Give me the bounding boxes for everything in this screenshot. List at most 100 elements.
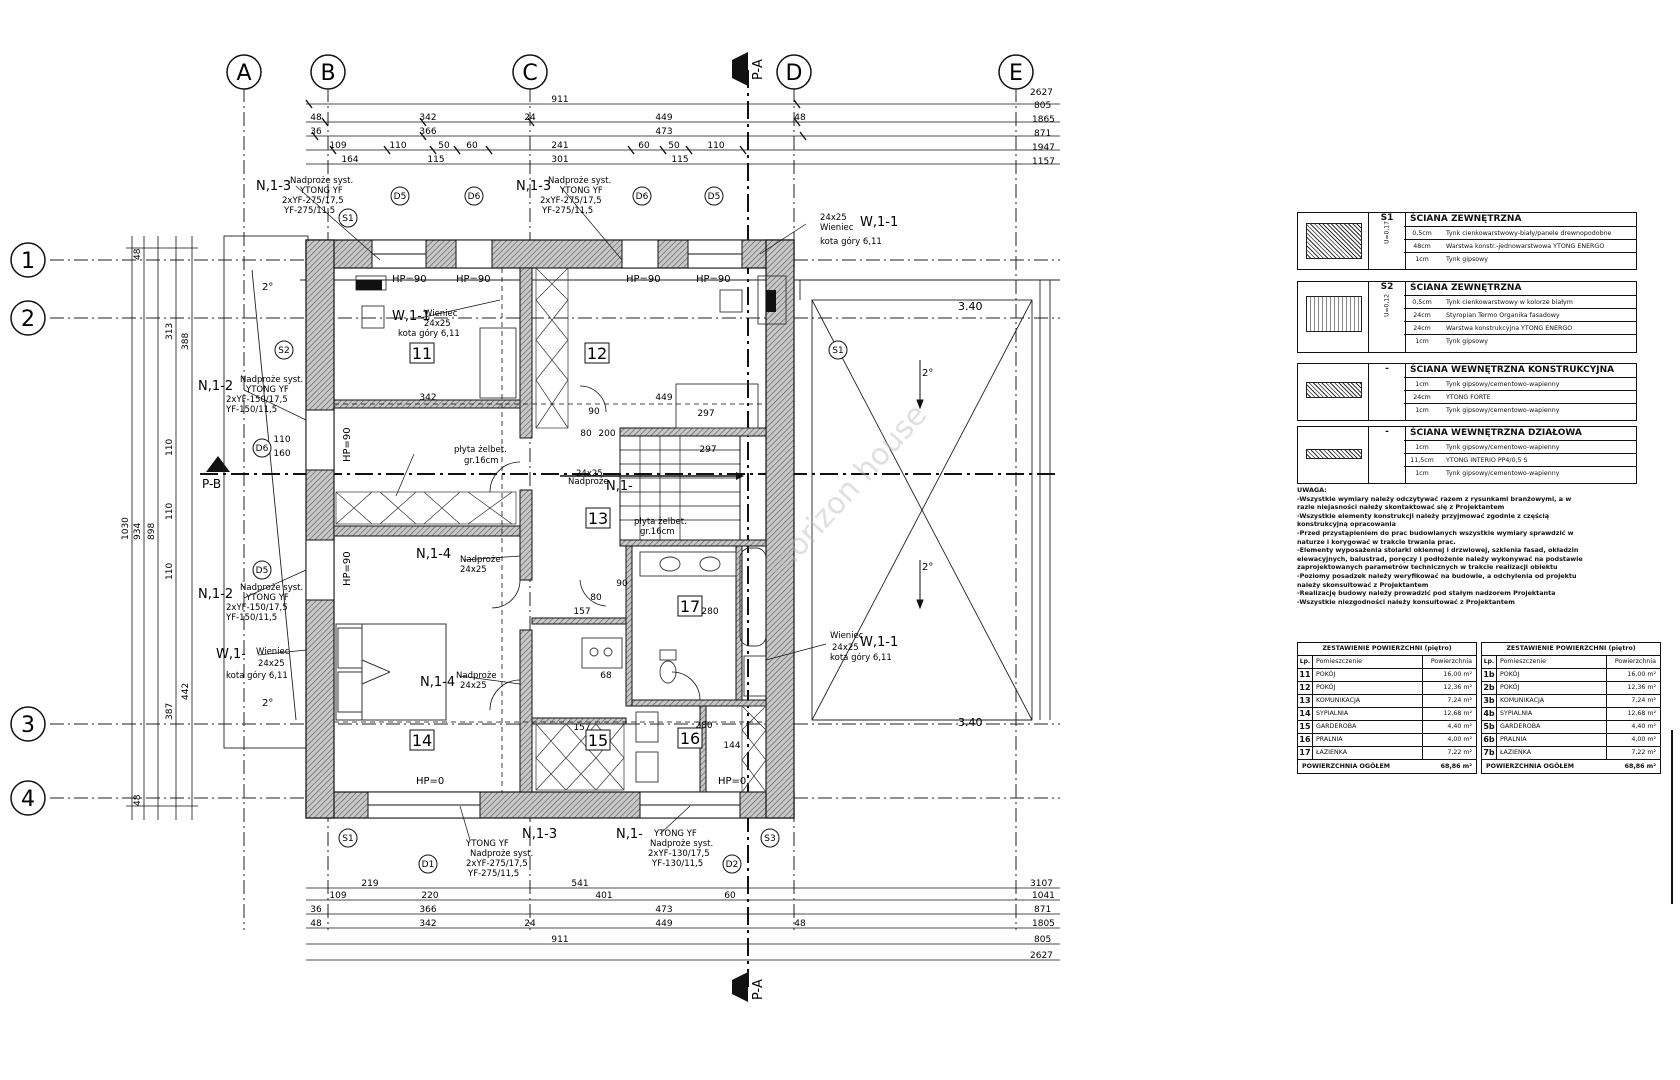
svg-text:110: 110	[165, 563, 175, 580]
svg-text:24: 24	[524, 113, 536, 123]
svg-text:N,1-3: N,1-3	[516, 179, 551, 194]
svg-text:N,1-2: N,1-2	[198, 379, 233, 394]
svg-text:HP=90: HP=90	[626, 274, 661, 285]
svg-text:YTONG YF: YTONG YF	[465, 839, 509, 849]
svg-text:D2: D2	[726, 860, 739, 870]
svg-text:Nadproże syst.: Nadproże syst.	[470, 849, 533, 859]
svg-text:Wieniec: Wieniec	[830, 631, 864, 641]
svg-text:80: 80	[580, 429, 592, 439]
svg-text:219: 219	[361, 879, 378, 889]
svg-text:24x25: 24x25	[576, 469, 603, 479]
svg-text:110: 110	[707, 141, 724, 151]
svg-text:HP=0: HP=0	[416, 776, 444, 787]
svg-text:160: 160	[273, 449, 290, 459]
notes-block: UWAGA: -Wszystkie wymiary należy odczyty…	[1297, 486, 1607, 606]
svg-text:D5: D5	[708, 192, 721, 202]
s2-hatch-swatch	[1306, 296, 1362, 332]
svg-text:Wieniec: Wieniec	[256, 647, 290, 657]
svg-text:164: 164	[341, 155, 358, 165]
svg-text:Nadproże syst.: Nadproże syst.	[240, 583, 303, 593]
note-line: naturze i korygować w trakcie trwania pr…	[1297, 537, 1456, 546]
tag-d6-a: D6	[464, 186, 484, 206]
slope-marks: 2° 2° 2° 2°	[262, 282, 933, 709]
svg-text:gr.16cm: gr.16cm	[640, 527, 675, 537]
svg-text:109: 109	[329, 891, 346, 901]
svg-text:2°: 2°	[922, 368, 933, 379]
svg-text:HP=90: HP=90	[342, 551, 353, 586]
svg-text:D6: D6	[636, 192, 649, 202]
svg-text:P-A: P-A	[751, 979, 766, 1000]
svg-text:kota góry 6,11: kota góry 6,11	[226, 670, 288, 681]
axis-number-bubbles: 1 2 3 4	[10, 242, 46, 816]
leader-lines	[243, 185, 827, 841]
svg-text:48: 48	[794, 919, 806, 929]
svg-text:342: 342	[419, 113, 436, 123]
note-line: -Elementy wyposażenia stolarki okiennej …	[1297, 546, 1579, 555]
svg-text:934: 934	[133, 523, 143, 540]
axis-bubble-2: 2	[10, 300, 46, 336]
legend-title: ŚCIANA ZEWNĘTRZNA	[1410, 214, 1522, 224]
svg-text:1157: 1157	[1032, 157, 1055, 167]
svg-text:N,1-4: N,1-4	[416, 547, 451, 562]
svg-text:N,1-3: N,1-3	[522, 827, 557, 842]
slope-arrows	[916, 360, 924, 610]
axis-bubble-c: C	[512, 54, 548, 90]
lintel-notes: Nadproże syst. YTONG YF 2xYF-275/17,5 YF…	[225, 176, 892, 879]
svg-text:90: 90	[616, 579, 628, 589]
svg-text:E: E	[1009, 61, 1023, 86]
svg-text:Nadproże: Nadproże	[568, 477, 609, 487]
staircase	[560, 435, 744, 541]
svg-text:D6: D6	[468, 192, 481, 202]
svg-text:110: 110	[165, 439, 175, 456]
svg-text:110: 110	[165, 503, 175, 520]
svg-text:Nadproże syst.: Nadproże syst.	[290, 176, 353, 186]
legend-code: -	[1368, 364, 1406, 420]
element-codes: N,1-3 N,1-3 N,1-2 N,1-2 N,1-4 N,1-4 N,1-…	[198, 179, 898, 842]
axis-letter-bubbles: A B C D E	[226, 54, 1034, 90]
hp-labels: HP=90 HP=90 HP=90 HP=90 HP=90 HP=90 HP=0…	[342, 274, 746, 787]
svg-text:48: 48	[133, 248, 143, 260]
bed	[335, 623, 447, 721]
svg-text:12: 12	[587, 344, 607, 363]
svg-text:HP=90: HP=90	[456, 274, 491, 285]
note-line: -Przed przystąpieniem do prac budowlanyc…	[1297, 528, 1574, 537]
tag-d1: D1	[418, 854, 438, 874]
svg-text:3.40: 3.40	[958, 716, 983, 729]
svg-text:80: 80	[590, 593, 602, 603]
svg-text:449: 449	[655, 919, 672, 929]
svg-text:3107: 3107	[1030, 879, 1053, 889]
svg-text:805: 805	[1034, 935, 1051, 945]
svg-text:60: 60	[466, 141, 478, 151]
svg-text:449: 449	[655, 113, 672, 123]
svg-text:YTONG YF: YTONG YF	[245, 385, 289, 395]
svg-text:3.40: 3.40	[958, 300, 983, 313]
svg-text:301: 301	[551, 155, 568, 165]
svg-text:13: 13	[588, 509, 608, 528]
axis-bubble-a: A	[226, 54, 262, 90]
svg-text:P-B: P-B	[202, 477, 221, 491]
svg-text:442: 442	[181, 683, 191, 700]
axis-bubble-d: D	[776, 54, 812, 90]
svg-text:W,1-1: W,1-1	[860, 635, 898, 650]
note-line: -Realizację budowy należy prowadzić pod …	[1297, 589, 1556, 598]
section-marker-a-bottom: P-A	[732, 972, 766, 1002]
svg-text:N,1-: N,1-	[616, 827, 643, 842]
wardrobes	[335, 267, 767, 793]
svg-text:W,1-: W,1-	[216, 647, 246, 662]
svg-text:D1: D1	[422, 860, 435, 870]
axis-bubble-b: B	[310, 54, 346, 90]
svg-text:11: 11	[412, 344, 432, 363]
svg-text:S1: S1	[832, 346, 843, 356]
svg-text:3: 3	[21, 713, 35, 738]
note-line: zaprojektowanych parametrów technicznych…	[1297, 563, 1558, 572]
top-right-dims: 2627 805 1865 871 1947 1157	[1030, 88, 1055, 167]
